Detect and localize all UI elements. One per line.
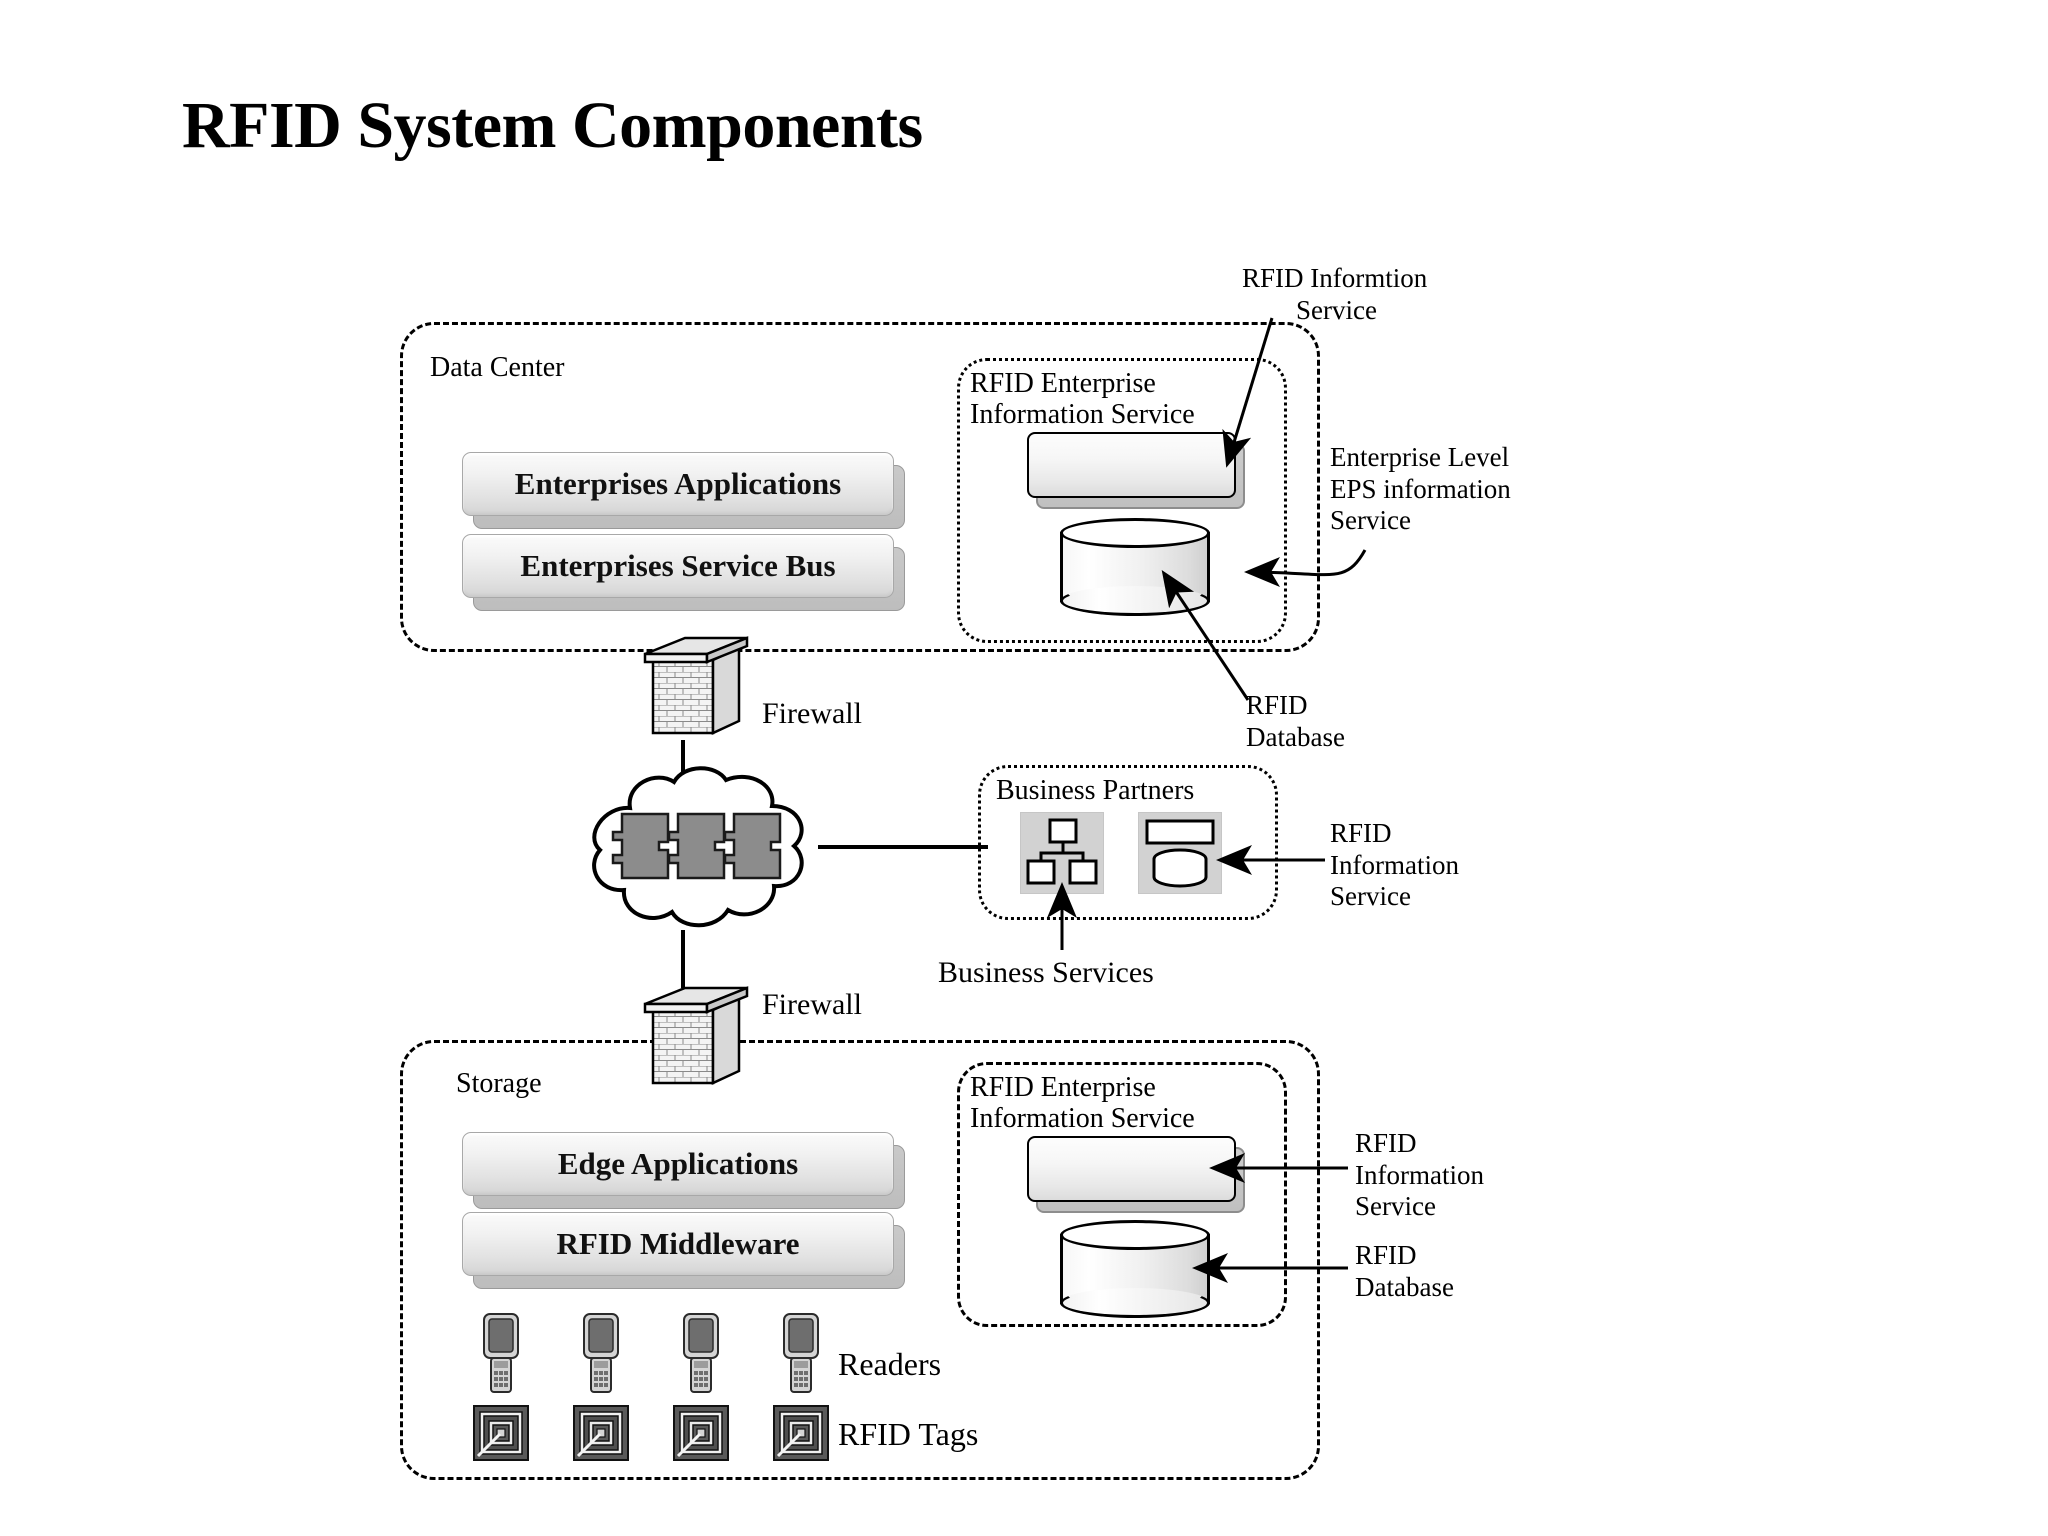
annotation-rfid-information-service-bottom: RFID Information Service xyxy=(1355,1128,1484,1222)
bar-face: Enterprises Applications xyxy=(462,452,894,516)
page-title: RFID System Components xyxy=(182,89,923,162)
service-slab-icon-top[interactable] xyxy=(1027,432,1245,509)
cylinder-top xyxy=(1060,518,1210,548)
rfid-tags-label: RFID Tags xyxy=(838,1416,979,1452)
bar-enterprises-applications[interactable]: Enterprises Applications xyxy=(462,452,905,529)
bar-label: Enterprises Applications xyxy=(514,466,842,501)
rfid-tag-icon[interactable] xyxy=(772,1404,830,1462)
annotation-business-services: Business Services xyxy=(938,956,1154,989)
service-slab-icon-bottom[interactable] xyxy=(1027,1136,1245,1213)
bar-face: RFID Middleware xyxy=(462,1212,894,1276)
network-cloud-icon[interactable] xyxy=(560,762,820,937)
firewall-top-label: Firewall xyxy=(762,697,862,730)
cylinder-bottom xyxy=(1060,586,1210,616)
zone-data-center-label: Data Center xyxy=(430,352,565,383)
slab-face xyxy=(1027,432,1236,498)
subzone-business-partners xyxy=(978,765,1278,920)
annotation-rfid-information-service-top: RFID Informtion Service xyxy=(1242,263,1428,325)
cylinder-bottom xyxy=(1060,1288,1210,1318)
subzone-rfid-eis-top-label: RFID Enterprise Information Service xyxy=(970,368,1195,431)
subzone-rfid-eis-top xyxy=(957,358,1287,643)
firewall-bottom-label: Firewall xyxy=(762,988,862,1021)
slab-face xyxy=(1027,1136,1236,1202)
brick-firewall-icon-top[interactable] xyxy=(635,628,755,748)
connector-firewall-cloud-top xyxy=(681,740,685,800)
annotation-rfid-database-top: RFID Database xyxy=(1246,690,1345,752)
subzone-rfid-eis-bottom-label: RFID Enterprise Information Service xyxy=(970,1072,1195,1135)
cylinder-top xyxy=(1060,1220,1210,1250)
rfid-tag-icon[interactable] xyxy=(572,1404,630,1462)
zone-storage-label: Storage xyxy=(456,1068,542,1099)
annotation-rfid-database-bottom: RFID Database xyxy=(1355,1240,1454,1302)
bar-face: Edge Applications xyxy=(462,1132,894,1196)
handheld-reader-icon[interactable] xyxy=(578,1312,624,1396)
connector-cloud-partners xyxy=(818,845,988,849)
annotation-enterprise-level-eps: Enterprise Level EPS information Service xyxy=(1330,442,1511,536)
business-partners-label: Business Partners xyxy=(996,775,1195,806)
bar-enterprises-service-bus[interactable]: Enterprises Service Bus xyxy=(462,534,905,611)
handheld-reader-icon[interactable] xyxy=(478,1312,524,1396)
readers-label: Readers xyxy=(838,1346,942,1382)
bar-edge-applications[interactable]: Edge Applications xyxy=(462,1132,905,1209)
connector-cloud-firewall-bottom xyxy=(681,930,685,988)
bar-label: RFID Middleware xyxy=(556,1226,800,1261)
brick-firewall-icon-bottom[interactable] xyxy=(635,978,755,1098)
bar-rfid-middleware[interactable]: RFID Middleware xyxy=(462,1212,905,1289)
org-hierarchy-icon[interactable] xyxy=(1020,812,1104,894)
database-cylinder-icon-top[interactable] xyxy=(1060,518,1210,616)
database-cylinder-icon-bottom[interactable] xyxy=(1060,1220,1210,1318)
handheld-reader-icon[interactable] xyxy=(678,1312,724,1396)
rfid-tag-icon[interactable] xyxy=(472,1404,530,1462)
annotation-rfid-information-service-partners: RFID Information Service xyxy=(1330,818,1459,912)
service-and-database-icon[interactable] xyxy=(1138,812,1222,894)
bar-face: Enterprises Service Bus xyxy=(462,534,894,598)
zone-data-center xyxy=(400,322,1320,652)
bar-label: Enterprises Service Bus xyxy=(520,548,836,583)
bar-label: Edge Applications xyxy=(557,1146,799,1181)
zone-storage xyxy=(400,1040,1320,1480)
handheld-reader-icon[interactable] xyxy=(778,1312,824,1396)
subzone-rfid-eis-bottom xyxy=(957,1062,1287,1327)
rfid-tag-icon[interactable] xyxy=(672,1404,730,1462)
